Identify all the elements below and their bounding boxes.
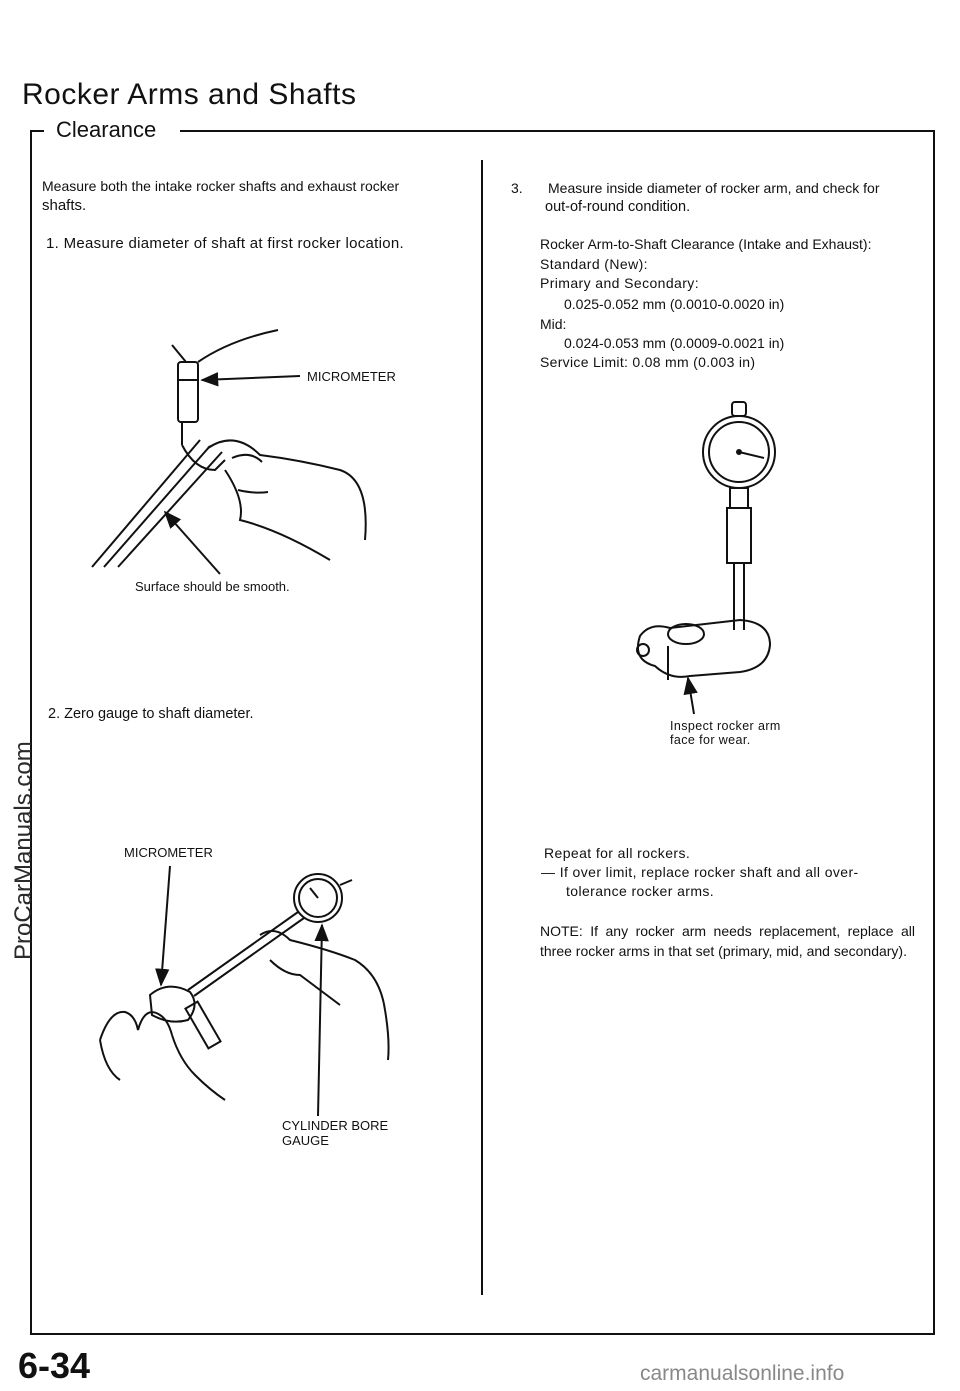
page-number: 6-34 bbox=[18, 1345, 91, 1386]
spec-mid: Mid: bbox=[540, 316, 567, 332]
repeat-text-line3: tolerance rocker arms. bbox=[566, 883, 715, 899]
section-frame bbox=[30, 130, 935, 1335]
section-heading: Clearance bbox=[56, 117, 157, 142]
spec-primary-secondary: Primary and Secondary: bbox=[540, 275, 699, 291]
step-3-number: 3. bbox=[511, 180, 523, 196]
micrometer-shaft-illustration bbox=[91, 329, 367, 568]
intro-text-line2: shafts. bbox=[42, 197, 87, 214]
repeat-text-line1: Repeat for all rockers. bbox=[544, 845, 691, 861]
micrometer-label-2: MICROMETER bbox=[124, 845, 213, 860]
note-text: NOTE: If any rocker arm needs replacemen… bbox=[540, 923, 915, 959]
frame-top-rule-right bbox=[180, 130, 935, 132]
inspect-label-line2: face for wear. bbox=[670, 733, 751, 747]
inspect-arrow bbox=[683, 676, 698, 715]
spec-mid-value: 0.024-0.053 mm (0.0009-0.0021 in) bbox=[564, 335, 785, 351]
page-title: Rocker Arms and Shafts bbox=[22, 78, 357, 111]
watermark-bottom: carmanualsonline.info bbox=[640, 1362, 845, 1385]
step-3-text-line1: Measure inside diameter of rocker arm, a… bbox=[548, 180, 880, 196]
inspect-label-line1: Inspect rocker arm bbox=[670, 719, 781, 733]
bore-gauge-illustration bbox=[636, 401, 776, 680]
spec-service-limit: Service Limit: 0.08 mm (0.003 in) bbox=[540, 354, 756, 370]
watermark-side: ProCarManuals.com bbox=[10, 741, 37, 960]
cylinder-bore-gauge-label: CYLINDER BORE GAUGE bbox=[282, 1118, 388, 1148]
micrometer-arrow-1 bbox=[200, 372, 301, 387]
step-2-text: 2. Zero gauge to shaft diameter. bbox=[48, 706, 254, 722]
step-3-text-line2: out-of-round condition. bbox=[545, 199, 691, 215]
spec-heading: Rocker Arm-to-Shaft Clearance (Intake an… bbox=[540, 236, 872, 252]
inspect-face-label: Inspect rocker arm face for wear. bbox=[670, 719, 781, 747]
surface-arrow bbox=[163, 510, 221, 575]
frame-top-rule-left bbox=[30, 130, 44, 132]
zero-gauge-illustration bbox=[99, 873, 390, 1101]
micrometer-label-1: MICROMETER bbox=[307, 369, 396, 384]
surface-smooth-label: Surface should be smooth. bbox=[135, 579, 290, 594]
column-divider bbox=[481, 160, 483, 1295]
intro-text-line1: Measure both the intake rocker shafts an… bbox=[42, 178, 400, 194]
repeat-text-line2: — If over limit, replace rocker shaft an… bbox=[541, 864, 859, 880]
step-1-text: 1. Measure diameter of shaft at first ro… bbox=[46, 235, 405, 252]
spec-standard: Standard (New): bbox=[540, 256, 648, 272]
bore-label-line2: GAUGE bbox=[282, 1133, 329, 1148]
bore-gauge-arrow bbox=[314, 923, 329, 1117]
micrometer-arrow-2 bbox=[155, 865, 171, 987]
bore-label-line1: CYLINDER BORE bbox=[282, 1118, 389, 1133]
spec-primary-secondary-value: 0.025-0.052 mm (0.0010-0.0020 in) bbox=[564, 296, 785, 312]
